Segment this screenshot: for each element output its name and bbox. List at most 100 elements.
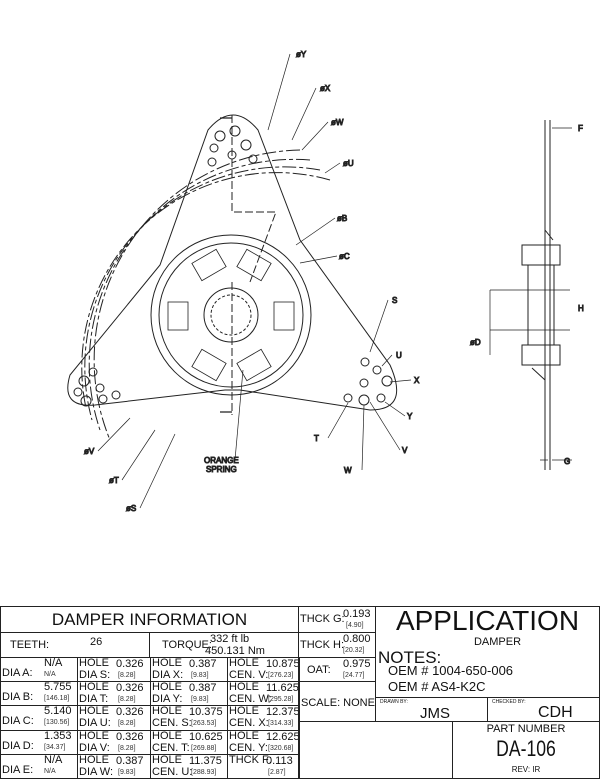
hole-label-sub: DIA U: <box>79 717 111 730</box>
hole-value-mm: [314.33] <box>268 720 294 728</box>
application-subtitle: DAMPER <box>473 636 522 648</box>
hole-label-sub: CEN. X: <box>229 717 269 730</box>
thck-h-label: THCK H: <box>300 639 344 651</box>
part-number-label: PART NUMBER <box>486 723 566 735</box>
row-value-mm: N/A <box>44 671 56 678</box>
hole-label: HOLE <box>229 657 259 669</box>
label-dia-u: øU <box>343 159 354 168</box>
hole-value-mm: [8.28] <box>118 720 136 728</box>
hole-label: HOLE <box>79 705 109 718</box>
hub <box>150 234 312 396</box>
hole-label-sub: DIA S: <box>79 669 111 681</box>
thck-g-value: 0.193 <box>343 608 371 620</box>
hole-label-sub: CEN. S: <box>152 717 192 730</box>
hole-label: THCK F: <box>229 753 272 766</box>
hole-value-mm: [9.83] <box>191 672 209 679</box>
plate-holes <box>73 125 393 407</box>
scale-label: SCALE: NONE <box>301 697 375 709</box>
hole-label: HOLE <box>79 681 109 694</box>
hole-label-sub: DIA X: <box>152 669 184 681</box>
leader-lines <box>97 53 412 509</box>
row-label: DIA B: <box>2 691 34 704</box>
hole-label-sub: DIA W: <box>79 765 114 778</box>
label-s: S <box>392 296 397 305</box>
thck-g-mm: [4.90] <box>346 622 364 629</box>
revision: REV: IR <box>511 765 541 774</box>
hole-value-mm: [8.28] <box>118 696 136 704</box>
hole-label: HOLE <box>152 729 182 742</box>
row-label: DIA C: <box>2 715 34 728</box>
label-x: X <box>414 376 420 385</box>
label-spring-2: SPRING <box>206 465 237 474</box>
torque-ftlb: 332 ft lb <box>210 633 250 645</box>
label-dia-s: øS <box>126 504 136 513</box>
row-value-mm: [34.37] <box>44 743 66 751</box>
hole-value-mm: [295.28] <box>268 696 294 704</box>
hole-value: 0.326 <box>116 658 144 670</box>
hole-value: 12.625 <box>266 730 300 743</box>
torque-nm: 450.131 Nm <box>205 645 265 657</box>
hole-value: 11.375 <box>189 754 222 767</box>
hole-label: HOLE <box>152 657 182 669</box>
row-value: N/A <box>44 753 63 766</box>
hole-label-sub: CEN. U: <box>152 765 193 778</box>
teeth-value: 26 <box>90 636 103 648</box>
table-title: DAMPER INFORMATION <box>51 610 248 629</box>
hole-value-mm: [263.53] <box>191 720 217 728</box>
hole-value-mm: [288.93] <box>191 768 217 776</box>
torque-label: TORQUE: <box>162 639 212 651</box>
hole-value: 10.375 <box>189 706 223 719</box>
oat-mm: [24.77] <box>343 672 365 679</box>
hole-label: HOLE <box>79 753 109 766</box>
hole-label: HOLE <box>152 681 182 694</box>
label-v: V <box>402 446 408 455</box>
label-y: Y <box>407 412 413 421</box>
drawn-by: JMS <box>420 705 450 722</box>
row-value-mm: [146.18] <box>44 695 70 703</box>
section-arrows <box>220 117 232 413</box>
thck-g-label: THCK G: <box>300 613 345 625</box>
label-spring-1: ORANGE <box>204 456 239 465</box>
thck-h-mm: [20.32] <box>343 647 365 654</box>
hole-value: 10.625 <box>189 730 223 743</box>
table-cell <box>227 753 300 779</box>
section-line <box>231 115 277 415</box>
label-dia-c: øC <box>339 252 350 261</box>
blank-cell <box>298 721 453 779</box>
hole-label-sub: CEN. T: <box>152 741 190 754</box>
hole-label: HOLE <box>229 705 259 718</box>
checked-by-label: CHECKED BY: <box>492 699 526 705</box>
row-value: 1.353 <box>44 729 72 742</box>
label-w: W <box>344 466 352 475</box>
hole-label-sub: CEN. Y: <box>229 741 268 754</box>
hole-value-mm: [9.83] <box>191 696 209 704</box>
row-label: DIA A: <box>2 667 33 679</box>
hole-value-mm: [8.28] <box>118 672 136 679</box>
hole-label-sub: DIA T: <box>79 693 109 706</box>
label-dia-t: øT <box>109 476 119 485</box>
note-1: OEM # 1004-650-006 <box>388 663 514 678</box>
hole-label: HOLE <box>79 729 109 742</box>
damper-drawing: øY øX øW øU øB øC S U X Y V W T øV øT øS… <box>67 50 585 514</box>
label-dia-b: øB <box>337 214 347 223</box>
hole-value: 0.326 <box>116 682 144 695</box>
hole-value: 0.387 <box>116 754 144 767</box>
hole-label-sub: DIA Y: <box>152 693 183 706</box>
hole-value-mm: [8.28] <box>118 744 136 752</box>
hole-value: 11.625 <box>266 682 299 695</box>
teeth-label: TEETH: <box>10 639 50 651</box>
hole-label: HOLE <box>229 681 259 694</box>
hole-value-mm: [2.87] <box>268 768 286 776</box>
hole-value-mm: [269.88] <box>191 744 217 752</box>
oat-value: 0.975 <box>343 658 371 670</box>
hole-label: HOLE <box>152 705 182 718</box>
bolt-circle-arcs <box>81 149 331 441</box>
row-label: DIA E: <box>2 763 34 776</box>
oat-label: OAT: <box>307 664 331 676</box>
application-title: APPLICATION <box>395 605 580 636</box>
notes-label: NOTES: <box>378 648 442 667</box>
hole-label: HOLE <box>152 753 182 766</box>
label-dia-y: øY <box>296 50 307 59</box>
row-value: N/A <box>44 657 63 669</box>
part-number: DA-106 <box>496 736 556 761</box>
